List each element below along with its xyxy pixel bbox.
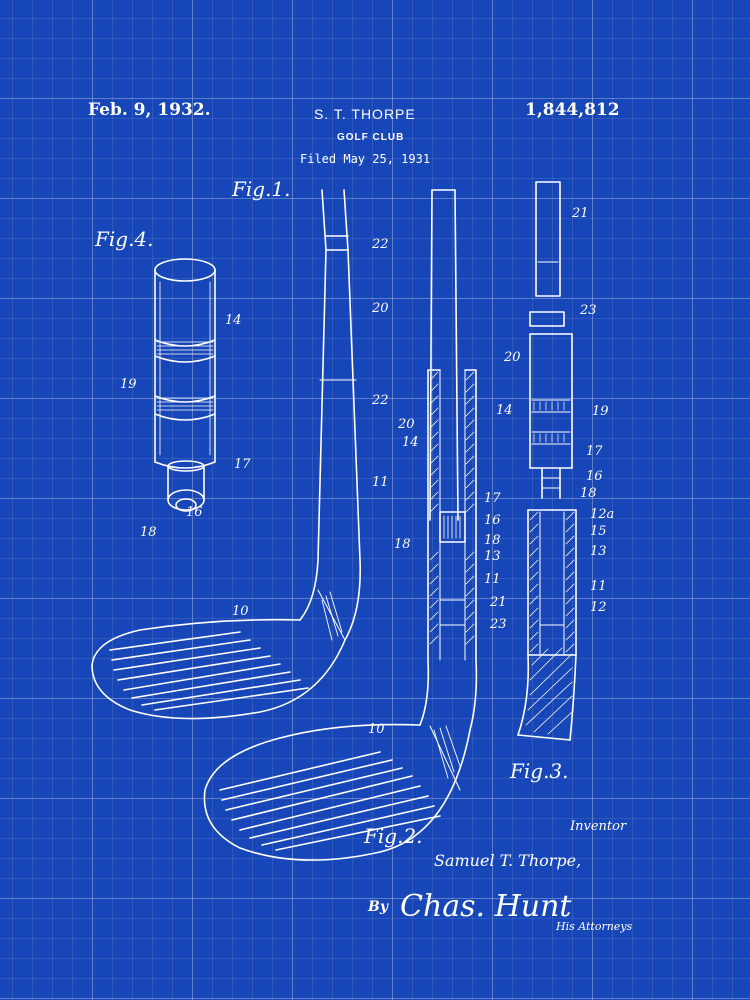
ref-19-fig3: 19	[592, 404, 609, 419]
ref-18-fig2-right: 18	[484, 533, 501, 548]
ref-18-fig4: 18	[140, 525, 157, 540]
ref-19-fig4: 19	[120, 377, 137, 392]
ref-14-fig3: 14	[496, 403, 513, 418]
fig2-section-drawing	[203, 189, 478, 861]
fig4-label: Fig.4.	[94, 227, 154, 251]
inventor-signature: Samuel T. Thorpe,	[434, 851, 581, 870]
ref-23-fig2: 23	[489, 617, 507, 632]
inventor-heading: S. T. THORPE	[314, 106, 416, 122]
fig2-label: Fig.2.	[363, 824, 423, 848]
ref-22-fig2: 22	[371, 393, 389, 408]
ref-18-fig2-left: 18	[394, 537, 411, 552]
ref-11-fig2: 11	[484, 572, 501, 587]
ref-12-fig3: 12	[590, 600, 607, 615]
ref-16-fig2: 16	[484, 513, 501, 528]
ref-10-fig2: 10	[368, 722, 385, 737]
ref-14-fig2: 14	[402, 435, 419, 450]
ref-14-fig4: 14	[225, 313, 242, 328]
patent-title: GOLF CLUB	[337, 132, 405, 143]
patent-number: 1,844,812	[525, 100, 620, 120]
ref-18-fig3: 18	[580, 486, 597, 501]
ref-13-fig3: 13	[590, 544, 607, 559]
ref-17-fig3: 17	[586, 444, 603, 459]
fig3-exploded-drawing	[517, 181, 577, 741]
by-label: By	[367, 899, 389, 915]
fig4-grip-drawing	[154, 258, 216, 512]
ref-13-fig2: 13	[484, 549, 501, 564]
ref-17-fig2: 17	[484, 491, 501, 506]
ref-20-fig1: 20	[371, 301, 389, 316]
ref-23-fig3: 23	[579, 303, 597, 318]
patent-date: Feb. 9, 1932.	[88, 100, 211, 120]
attorney-signature: Chas. Hunt	[400, 889, 572, 924]
ref-12a-fig3: 12a	[590, 507, 614, 522]
ref-15-fig3: 15	[590, 524, 607, 539]
ref-16-fig3: 16	[586, 469, 603, 484]
ref-20-fig2: 20	[397, 417, 415, 432]
inventor-label: Inventor	[569, 819, 627, 834]
ref-11-fig3: 11	[590, 579, 607, 594]
fig1-label: Fig.1.	[231, 177, 291, 201]
ref-10-fig1: 10	[232, 604, 249, 619]
ref-22-fig1: 22	[371, 237, 389, 252]
ref-11-fig1: 11	[372, 475, 389, 490]
ref-21-fig2: 21	[489, 595, 507, 610]
fig3-label: Fig.3.	[509, 759, 569, 783]
ref-21-fig3: 21	[571, 206, 589, 221]
fig1-club-drawing	[91, 189, 362, 720]
ref-17-fig4: 17	[234, 457, 251, 472]
attorneys-label: His Attorneys	[555, 920, 633, 933]
filed-date: Filed May 25, 1931	[300, 152, 431, 166]
ref-16-fig4: 16	[186, 505, 203, 520]
ref-20-fig3: 20	[503, 350, 521, 365]
